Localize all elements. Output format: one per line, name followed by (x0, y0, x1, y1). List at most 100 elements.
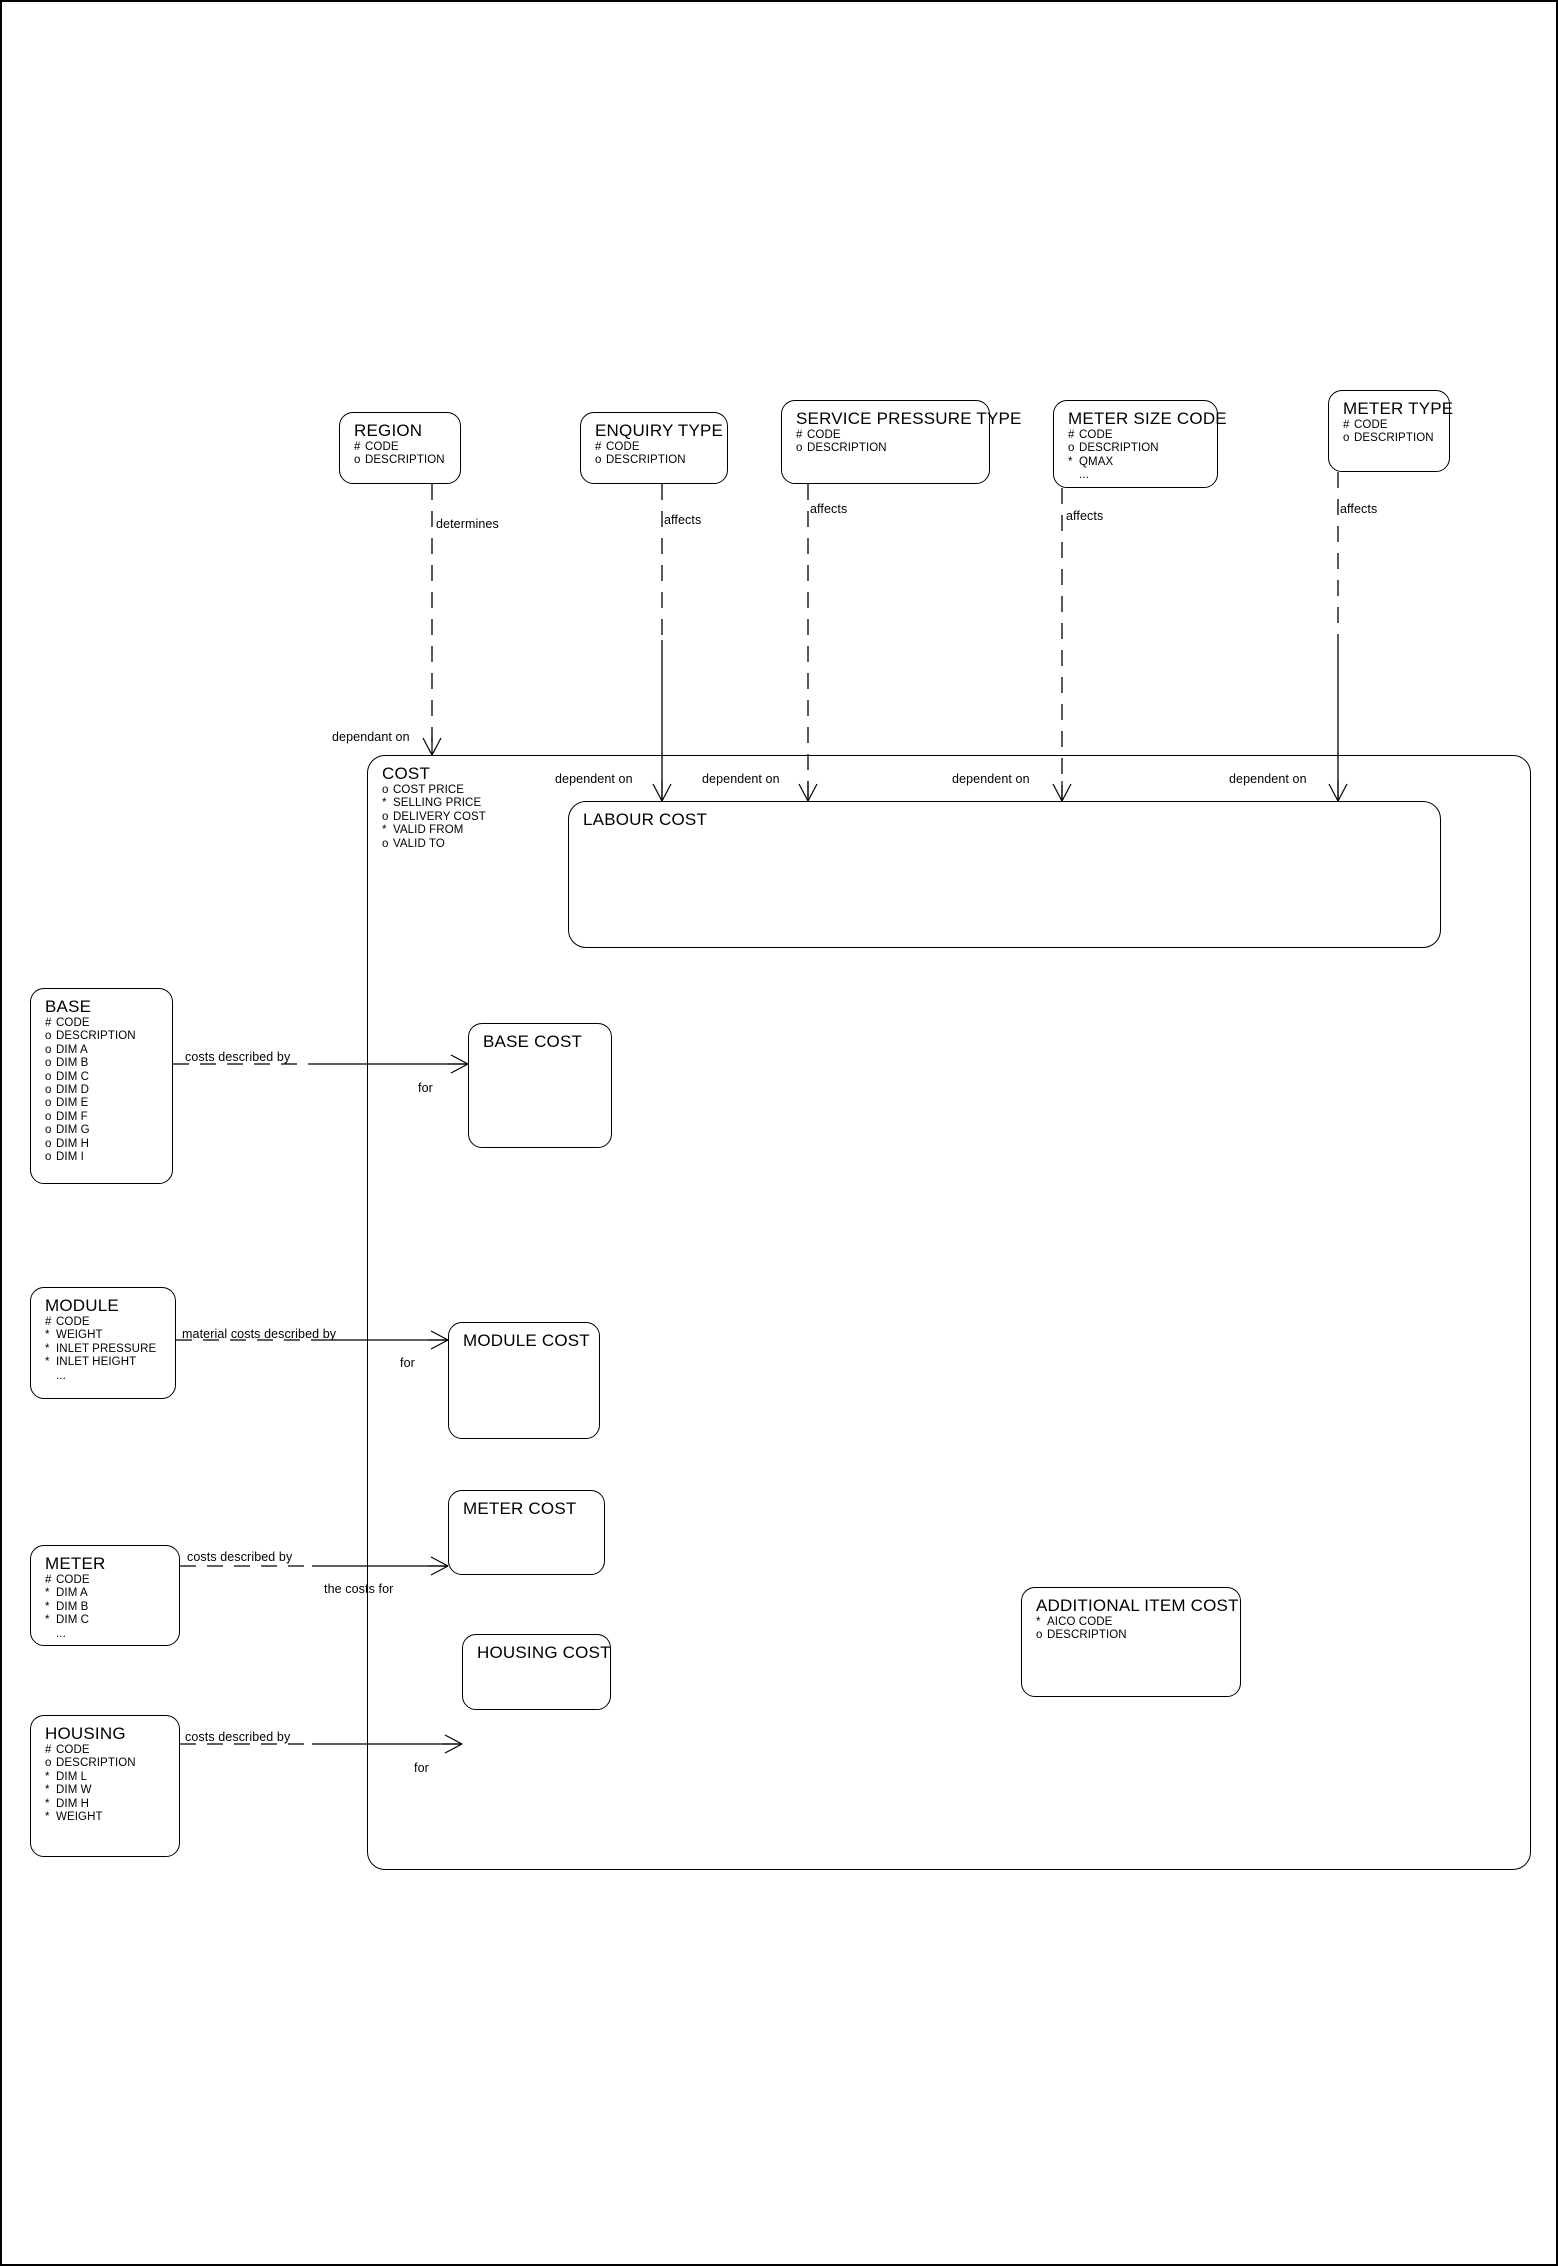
attribute-marker: o (45, 1110, 52, 1123)
attribute-label: DIM B (56, 1600, 89, 1613)
crowsfoot-module-modulecost (428, 1330, 449, 1350)
entity-attribute: *DIM C (45, 1614, 169, 1627)
entity-name: MODULE COST (463, 1331, 590, 1350)
entity-module-cost[interactable]: MODULE COST (448, 1322, 600, 1439)
attribute-marker: # (354, 441, 361, 453)
attribute-label: DIM A (56, 1587, 88, 1600)
relationship-label-costs-described-by-meter: costs described by (187, 1550, 293, 1564)
relationship-label-costs-described-by-base: costs described by (185, 1050, 291, 1064)
entity-labour-cost[interactable]: LABOUR COST (568, 801, 1441, 948)
entity-name: METER SIZE CODE (1068, 409, 1227, 428)
entity-name: LABOUR COST (583, 810, 708, 829)
attribute-label: CODE (56, 1574, 90, 1586)
attribute-label: DELIVERY COST (393, 810, 486, 823)
entity-attribute: *AICO CODE (1036, 1616, 1230, 1629)
entity-name: BASE (45, 997, 92, 1016)
entity-base-cost[interactable]: BASE COST (468, 1023, 612, 1148)
attribute-marker: o (1068, 442, 1075, 455)
attribute-label: DIM L (56, 1770, 88, 1783)
entity-attribute: #CODE (595, 441, 717, 454)
attribute-label: WEIGHT (56, 1329, 103, 1342)
attribute-label: DIM C (56, 1070, 90, 1083)
attribute-label: DIM D (56, 1084, 90, 1097)
attribute-label: ... (56, 1627, 66, 1640)
attribute-marker: o (45, 1084, 52, 1097)
attribute-label: DESCRIPTION (56, 1757, 136, 1770)
attribute-label: WEIGHT (56, 1811, 103, 1824)
entity-attribute: * DIM L (45, 1771, 169, 1784)
attribute-marker: * (45, 1770, 50, 1783)
entity-attribute: # CODE (45, 1574, 169, 1587)
attribute-label: CODE (807, 429, 841, 441)
attribute-marker: # (1068, 429, 1075, 441)
attribute-label: SELLING PRICE (393, 797, 482, 810)
attribute-marker: # (595, 441, 602, 453)
attribute-marker: * (1068, 455, 1073, 468)
entity-attribute-list: #CODE*WEIGHT*INLET PRESSURE*INLET HEIGHT… (45, 1316, 165, 1383)
attribute-marker: o (1343, 432, 1350, 445)
entity-attribute: *SELLING PRICE (382, 797, 1520, 810)
relationship-label-dependent-on-4: dependent on (1229, 772, 1307, 786)
attribute-label: ... (1079, 469, 1089, 482)
entity-name: ADDITIONAL ITEM COST (1036, 1596, 1239, 1615)
attribute-marker: * (45, 1614, 50, 1627)
entity-attribute: ... (45, 1628, 169, 1641)
attribute-label: DIM H (56, 1797, 90, 1810)
attribute-marker: * (382, 824, 387, 837)
relationship-label-affects-metersize: affects (1066, 509, 1104, 523)
attribute-marker: o (382, 837, 389, 850)
attribute-label: INLET HEIGHT (56, 1356, 137, 1369)
attribute-label: INLET PRESSURE (56, 1342, 157, 1355)
attribute-label: DESCRIPTION (56, 1030, 136, 1043)
attribute-marker: o (382, 784, 389, 796)
attribute-label: DIM B (56, 1057, 89, 1070)
entity-meter-cost[interactable]: METER COST (448, 1490, 605, 1575)
entity-module[interactable]: MODULE#CODE*WEIGHT*INLET PRESSURE*INLET … (30, 1287, 176, 1399)
attribute-label: DESCRIPTION (1047, 1629, 1127, 1642)
relationship-label-dependent-on-3: dependent on (952, 772, 1030, 786)
entity-name: REGION (354, 421, 423, 440)
relationship-label-dependent-on-2: dependent on (702, 772, 780, 786)
attribute-label: DIM F (56, 1110, 88, 1123)
entity-meter[interactable]: METER#CODE*DIM A*DIM B*DIM C... (30, 1545, 180, 1646)
crowsfoot-meter-metercost (428, 1556, 449, 1576)
entity-name: BASE COST (483, 1032, 583, 1051)
entity-attribute: #CODE (1343, 419, 1439, 432)
entity-name: METER (45, 1554, 106, 1573)
attribute-label: DIM W (56, 1784, 92, 1797)
entity-name: HOUSING (45, 1724, 126, 1743)
relationship-label-material-costs-described-by: material costs described by (182, 1327, 337, 1341)
attribute-label: CODE (56, 1017, 90, 1029)
attribute-marker: o (45, 1070, 52, 1083)
attribute-marker: * (45, 1811, 50, 1824)
relationship-label-dependent-on-1: dependent on (555, 772, 633, 786)
entity-attribute: *INLET HEIGHT (45, 1356, 165, 1369)
attribute-label: DESCRIPTION (807, 442, 887, 455)
entity-housing-cost[interactable]: HOUSING COST (462, 1634, 611, 1710)
attribute-marker: # (45, 1574, 52, 1586)
attribute-label: VALID TO (393, 837, 445, 850)
attribute-label: AICO CODE (1047, 1616, 1113, 1628)
attribute-label: DIM I (56, 1151, 84, 1164)
attribute-label: ... (56, 1369, 66, 1382)
